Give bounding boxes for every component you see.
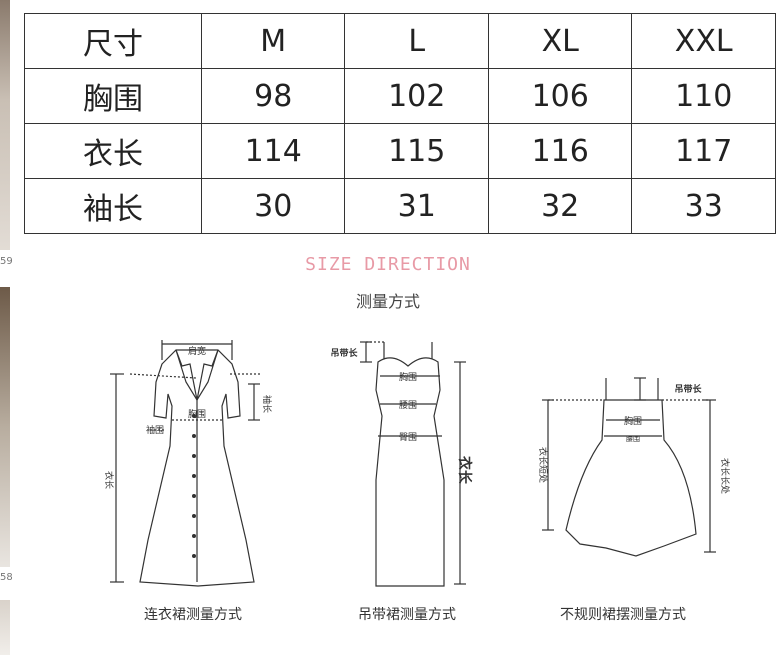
table-cell: 32 xyxy=(487,178,633,234)
diagram-label: 胸围 xyxy=(399,371,417,383)
table-cell: 115 xyxy=(344,123,489,179)
diagram-label: 衣长 xyxy=(103,471,115,489)
size-table-header-row: 尺寸 M L XL XXL xyxy=(24,13,776,69)
row-label-bust: 胸围 xyxy=(24,68,202,124)
measurement-diagrams: 肩宽 衣长 袖长 胸围 袖围 吊带长 胸围 腰围 臀围 衣长 xyxy=(103,340,731,587)
row-label-sleeve: 袖长 xyxy=(24,178,202,234)
diagram-label: 衣长 xyxy=(456,456,473,485)
table-cell: 116 xyxy=(487,123,633,179)
edge-number: 59 xyxy=(0,256,13,267)
table-cell: 110 xyxy=(631,68,776,124)
table-cell: 117 xyxy=(631,123,776,179)
diagram-label: 腰围 xyxy=(399,400,417,411)
header-cell-m: M xyxy=(200,13,346,69)
diagram-label: 胸围 xyxy=(188,408,206,420)
table-cell: 31 xyxy=(344,178,489,234)
diagram-label: 袖围 xyxy=(146,424,164,436)
edge-photo-middle xyxy=(0,287,10,567)
irregular-hem-dress-illustration: 吊带长 胸围 腰围 衣长短处 衣长长处 xyxy=(537,377,731,557)
table-cell: 106 xyxy=(487,68,633,124)
diagram-label: 衣长长处 xyxy=(719,458,731,494)
slip-dress-illustration: 吊带长 胸围 腰围 臀围 衣长 xyxy=(330,341,473,587)
diagram-label: 吊带长 xyxy=(674,383,702,395)
table-row: 袖长 30 31 32 33 xyxy=(24,178,776,234)
irregular-dress-caption: 不规则裙摆测量方式 xyxy=(560,607,686,623)
header-cell-l: L xyxy=(344,13,489,69)
table-cell: 114 xyxy=(200,123,346,179)
header-cell-xl: XL xyxy=(487,13,633,69)
diagram-label: 胸围 xyxy=(624,415,642,427)
header-cell-xxl: XXL xyxy=(631,13,776,69)
diagram-label: 衣长短处 xyxy=(537,447,549,483)
edge-photo-bottom xyxy=(0,600,10,655)
measure-method-subtitle: 测量方式 xyxy=(355,292,420,311)
diagram-label: 肩宽 xyxy=(188,345,206,357)
diagram-label: 臀围 xyxy=(399,432,417,443)
edge-number: 58 xyxy=(0,572,13,583)
size-table: 尺寸 M L XL XXL 胸围 98 102 106 110 衣长 114 1… xyxy=(24,13,776,234)
table-cell: 98 xyxy=(200,68,346,124)
size-direction-title: SIZE DIRECTION xyxy=(305,254,471,275)
left-edge-strip xyxy=(0,0,10,655)
header-cell-size: 尺寸 xyxy=(24,13,202,69)
diagram-label: 吊带长 xyxy=(330,347,358,359)
shirt-dress-illustration: 肩宽 衣长 袖长 胸围 袖围 xyxy=(103,340,273,587)
slip-dress-caption: 吊带裙测量方式 xyxy=(358,607,456,623)
table-cell: 33 xyxy=(631,178,776,234)
diagram-label: 袖长 xyxy=(261,395,273,413)
table-row: 衣长 114 115 116 117 xyxy=(24,123,776,179)
dress-caption: 连衣裙测量方式 xyxy=(144,607,242,623)
row-label-length: 衣长 xyxy=(24,123,202,179)
edge-photo-top xyxy=(0,0,10,250)
table-cell: 102 xyxy=(344,68,489,124)
table-row: 胸围 98 102 106 110 xyxy=(24,68,776,124)
table-cell: 30 xyxy=(200,178,346,234)
diagram-label: 腰围 xyxy=(626,435,640,443)
